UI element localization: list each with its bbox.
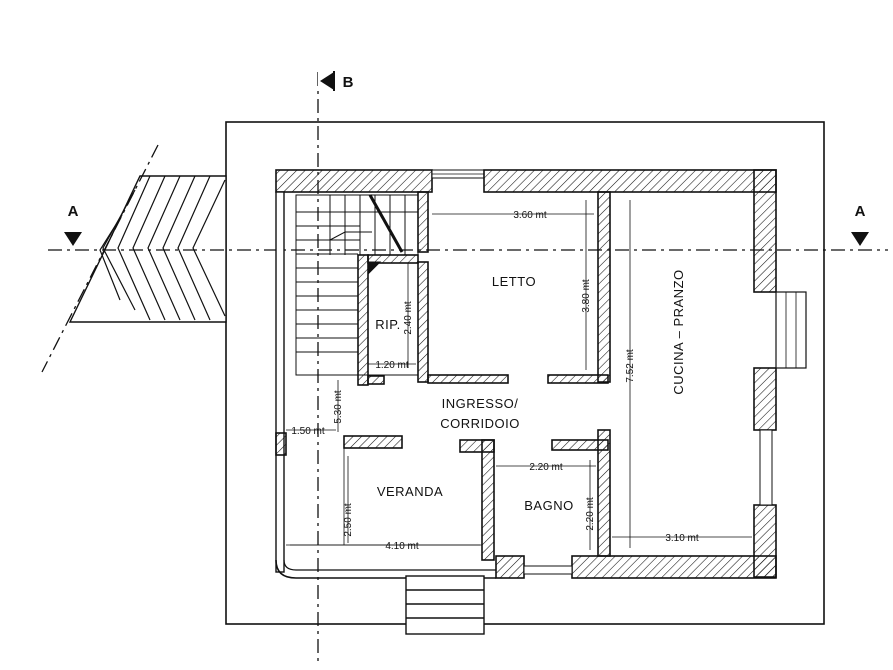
external-ramp (41, 144, 227, 373)
room-ripostiglio-label: RIP. (375, 317, 401, 332)
outer-walls (275, 169, 807, 579)
dim-rip-height: 2.40 mt (403, 301, 414, 335)
dim-ingresso-height: 5.30 mt (333, 390, 344, 424)
dim-veranda-width: 4.10 mt (385, 541, 419, 552)
room-letto-label: LETTO (492, 274, 536, 289)
dim-letto-depth: 3.80 mt (581, 279, 592, 313)
dimension-labels: 3.60 mt 3.80 mt 7.52 mt 3.10 mt 2.40 mt … (291, 210, 699, 552)
dim-veranda-height: 2.50 mt (343, 503, 354, 537)
section-b-label: B (343, 74, 354, 91)
dim-cucina-depth: 7.52 mt (625, 349, 636, 383)
entrance-steps (405, 575, 485, 635)
room-corridoio-label: CORRIDOIO (440, 416, 520, 431)
dim-bagno-depth: 2.20 mt (585, 497, 596, 531)
section-line-a: A A (48, 203, 888, 251)
internal-walls (275, 191, 611, 561)
section-b-arrow-icon (320, 72, 334, 90)
section-line-b: B (317, 71, 354, 666)
dimension-lines (286, 200, 752, 550)
section-a-left-arrow-icon (64, 232, 82, 246)
room-labels: LETTO CUCINA – PRANZO INGRESSO/ CORRIDOI… (375, 269, 686, 513)
dim-cucina-width: 3.10 mt (665, 533, 699, 544)
section-a-left-label: A (68, 203, 79, 220)
dim-letto-width: 3.60 mt (513, 210, 547, 221)
site-boundary (225, 121, 825, 625)
dim-stair-width: 1.50 mt (291, 426, 325, 437)
room-ingresso-label: INGRESSO/ (442, 396, 519, 411)
room-veranda-label: VERANDA (377, 484, 443, 499)
section-a-right-label: A (855, 203, 866, 220)
dim-rip-width: 1.20 mt (375, 360, 409, 371)
dim-bagno-width: 2.20 mt (529, 462, 563, 473)
room-bagno-label: BAGNO (524, 498, 573, 513)
section-a-right-arrow-icon (851, 232, 869, 246)
staircase (295, 194, 419, 376)
room-cucina-label: CUCINA – PRANZO (671, 269, 686, 394)
